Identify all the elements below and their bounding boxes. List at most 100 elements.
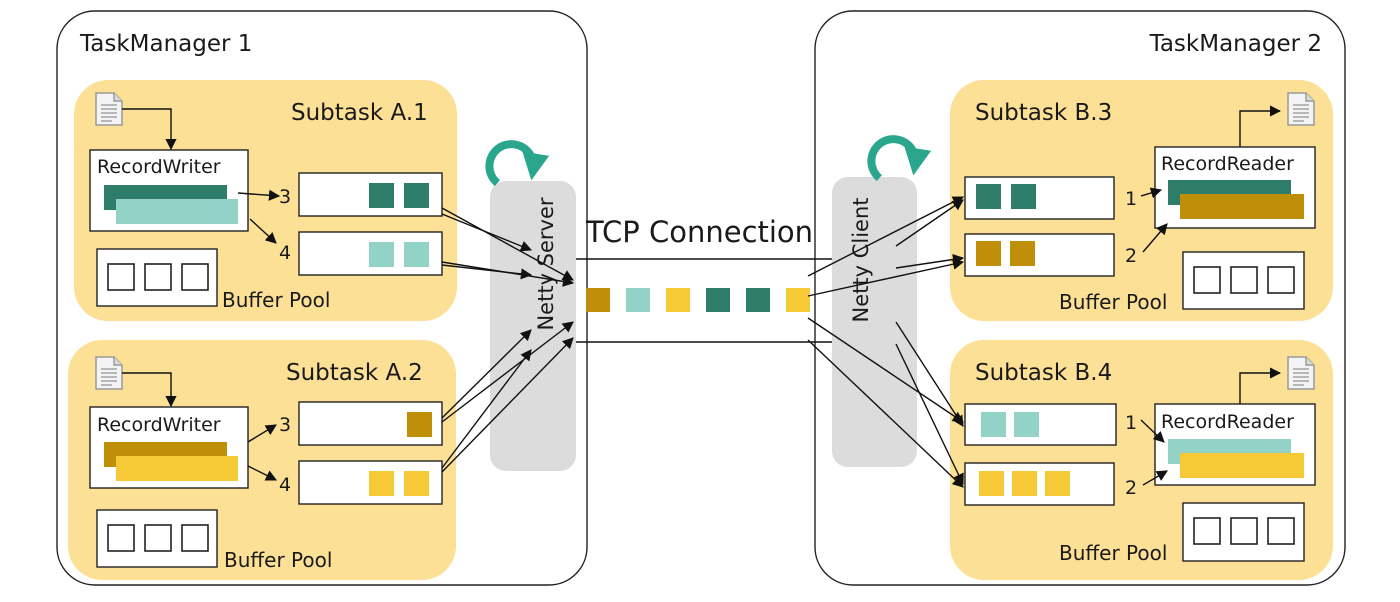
document-icon [1287, 356, 1315, 390]
buffer-pool-label: Buffer Pool [224, 548, 332, 572]
flow-arrow [441, 264, 533, 280]
buffer-slot [1267, 517, 1295, 545]
buffer-slot [1267, 266, 1295, 294]
channel-number: 4 [279, 242, 291, 264]
buffer-slot [181, 524, 209, 552]
flow-arrow [441, 337, 574, 473]
record-reader-b4-label: RecordReader [1161, 411, 1294, 433]
queued-buffer [979, 471, 1004, 496]
document-icon [95, 356, 123, 390]
document-icon [95, 92, 123, 126]
channel-number: 3 [279, 414, 291, 436]
channel-to-reader-arrow [1142, 470, 1168, 486]
tcp-buffer [586, 288, 610, 312]
cycle-arrow-icon [485, 140, 550, 187]
source-arrow [122, 108, 177, 151]
tcp-buffer-stream [586, 288, 810, 312]
channel-number: 3 [279, 186, 291, 208]
channel-to-reader-arrow [1142, 223, 1168, 253]
channel-to-reader-arrow [1140, 419, 1165, 443]
writer-to-channel-arrow [247, 465, 278, 481]
flow-arrow [895, 343, 964, 486]
buffer-pool-label: Buffer Pool [1059, 541, 1167, 565]
buffer-slot [107, 524, 135, 552]
queued-buffer [369, 183, 394, 208]
netty-server-panel [490, 181, 576, 471]
writer-to-channel-arrow [247, 424, 277, 443]
flow-arrow [895, 253, 965, 269]
record-writer-a2-label: RecordWriter [97, 414, 221, 436]
buffer-slot [1193, 266, 1221, 294]
buffer-slot [1230, 266, 1258, 294]
record-reader-b3-label: RecordReader [1161, 153, 1294, 175]
flow-arrow [441, 207, 574, 281]
buffer-slot [144, 524, 172, 552]
flow-arrow [441, 329, 532, 419]
sink-arrow [1239, 367, 1282, 404]
buffer-pool-label: Buffer Pool [1059, 290, 1167, 314]
netty-client-label: Netty Client [849, 198, 873, 323]
subtask-a1-title: Subtask A.1 [291, 100, 428, 126]
queued-buffer [981, 412, 1006, 437]
queued-buffer [404, 183, 429, 208]
document-icon [1287, 92, 1315, 126]
flow-arrow [441, 349, 532, 469]
writer-buffer-light-teal [116, 199, 238, 224]
writer-to-channel-arrow [237, 189, 281, 201]
queued-buffer [407, 412, 432, 437]
queued-buffer [404, 471, 429, 496]
queued-buffer [369, 242, 394, 267]
taskmanager-2-title: TaskManager 2 [1149, 31, 1322, 57]
channel-to-reader-arrow [1140, 187, 1163, 199]
tcp-buffer [626, 288, 650, 312]
flow-arrow [807, 339, 964, 488]
taskmanager-1-title: TaskManager 1 [79, 31, 252, 57]
netty-client-panel [832, 177, 917, 467]
channel-number: 2 [1125, 245, 1137, 267]
channel-number: 1 [1125, 188, 1137, 210]
buffer-slot [107, 263, 135, 291]
flow-arrow [807, 258, 965, 297]
tcp-buffer [786, 288, 810, 312]
channel-number: 2 [1125, 477, 1137, 499]
cycle-arrow-icon [867, 135, 932, 182]
queued-buffer [1010, 241, 1035, 266]
netty-server-label: Netty Server [534, 197, 558, 330]
subtask-b3-title: Subtask B.3 [975, 100, 1112, 126]
writer-to-channel-arrow [249, 218, 277, 244]
reader-buffer-dark-gold [1180, 194, 1304, 219]
queued-buffer [404, 242, 429, 267]
tcp-buffer [666, 288, 690, 312]
flow-arrow [895, 321, 964, 427]
subtask-b4-title: Subtask B.4 [975, 360, 1112, 386]
buffer-slot [1193, 517, 1221, 545]
server-side-flow-arrows [441, 207, 575, 473]
queued-buffer [976, 184, 1001, 209]
flow-arrow [807, 196, 964, 277]
channel-number: 1 [1125, 412, 1137, 434]
buffer-slot [181, 263, 209, 291]
queued-buffer [1012, 471, 1037, 496]
buffer-pool-label: Buffer Pool [222, 288, 330, 312]
tcp-connection-label: TCP Connection [585, 215, 813, 249]
buffer-slot [1230, 517, 1258, 545]
subtask-a2-title: Subtask A.2 [286, 360, 423, 386]
record-writer-a1-label: RecordWriter [97, 156, 221, 178]
flow-arrow [807, 317, 964, 423]
flow-arrow [441, 213, 533, 252]
queued-buffer [976, 241, 1001, 266]
queued-buffer [1045, 471, 1070, 496]
queued-buffer [369, 471, 394, 496]
queued-buffer [1014, 412, 1039, 437]
writer-buffer-yellow [116, 456, 238, 481]
tcp-buffer [706, 288, 730, 312]
client-side-flow-arrows [807, 196, 965, 488]
flow-arrow [441, 321, 574, 423]
flow-arrow [895, 199, 964, 247]
buffer-slot [144, 263, 172, 291]
channel-number: 4 [279, 474, 291, 496]
sink-arrow [1239, 105, 1282, 147]
input-channel-b4-2 [964, 462, 1115, 506]
queued-buffer [1011, 184, 1036, 209]
